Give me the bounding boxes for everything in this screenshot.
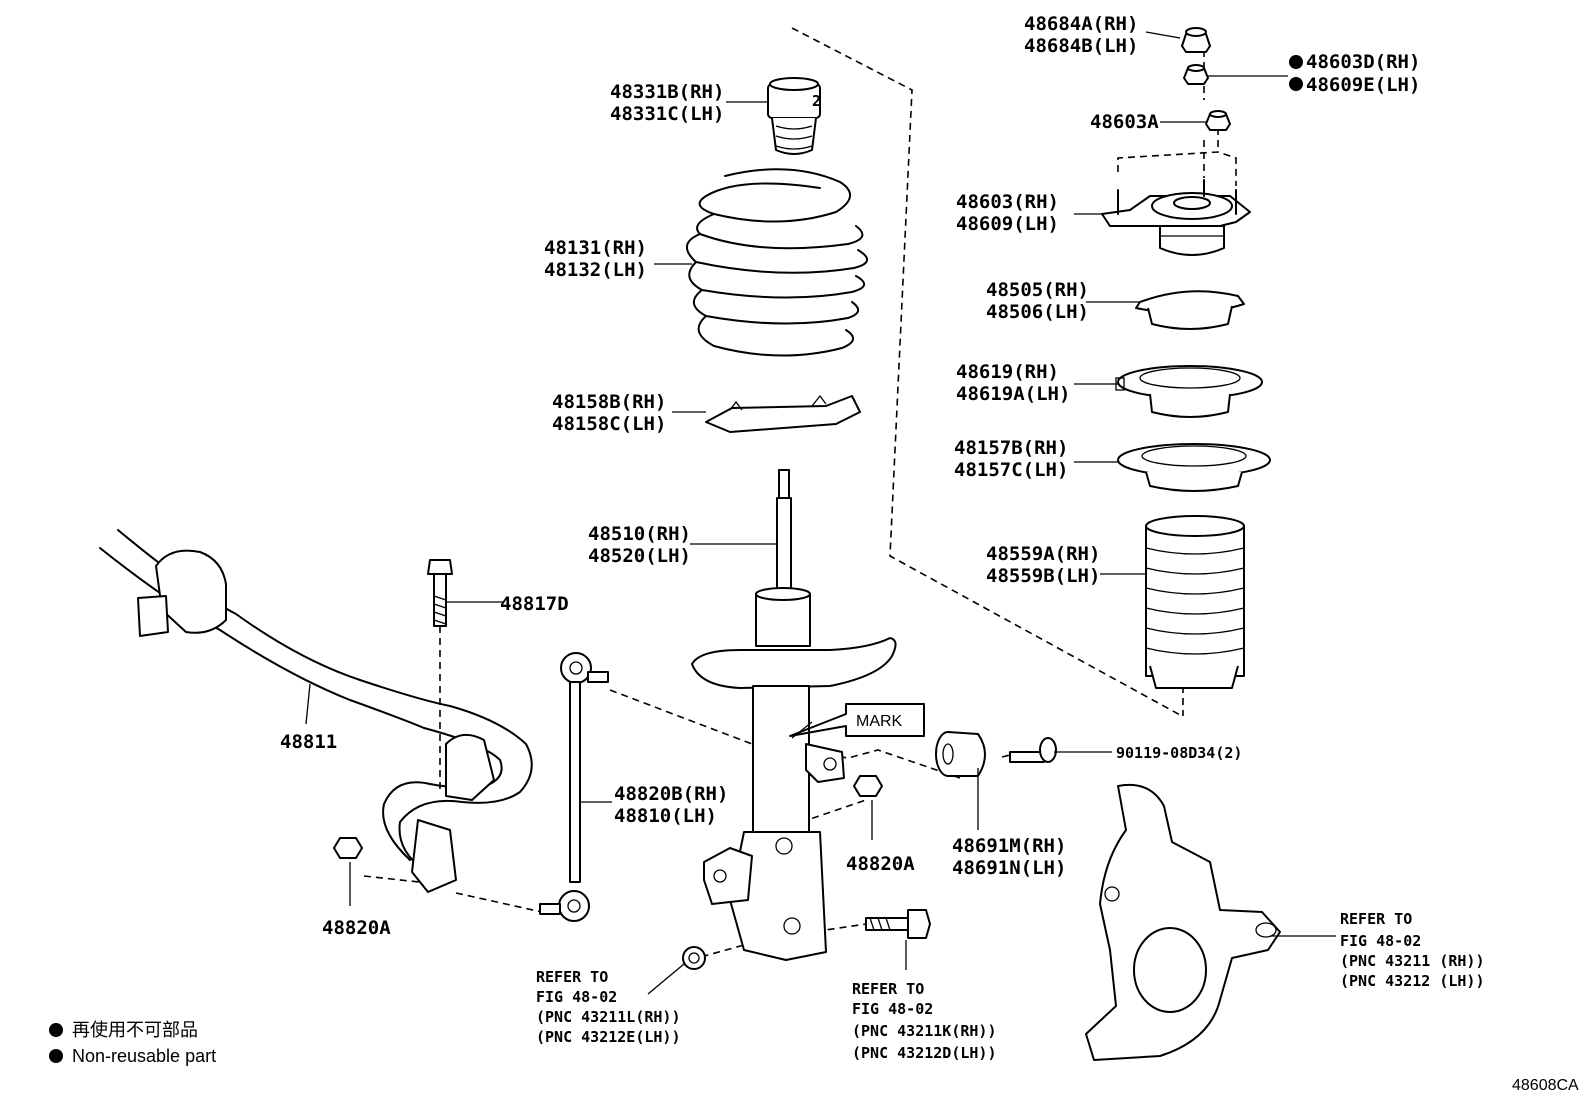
part-label-48520: 48520(LH) — [588, 545, 691, 567]
part-label-90119: 90119-08D34(2) — [1116, 744, 1242, 762]
mark-label: MARK — [856, 713, 903, 730]
part-label-48619: 48619(RH) — [956, 361, 1059, 383]
ref-left-line1: REFER TO — [536, 968, 608, 986]
part-label-48132: 48132(LH) — [544, 259, 647, 281]
bolt-48817d-drawing — [427, 559, 453, 627]
legend-line-1: 再使用不可部品 — [72, 1020, 198, 1040]
legend-bullet-2 — [49, 1049, 63, 1063]
part-label-48158c: 48158C(LH) — [552, 413, 666, 435]
mark-callout: MARK — [789, 703, 925, 737]
stabilizer-bar-drawing — [99, 529, 533, 893]
shock-absorber-drawing — [691, 469, 897, 961]
part-label-48603: 48603(RH) — [956, 191, 1059, 213]
part-label-48506: 48506(LH) — [986, 301, 1089, 323]
steering-knuckle-drawing — [1085, 784, 1281, 1061]
ref-center-line3: (PNC 43211K(RH)) — [852, 1022, 997, 1040]
part-labels: 48684A(RH) 48684B(LH) 48603D(RH) 48609E(… — [280, 13, 1420, 939]
figure-code: 48608CA — [1512, 1077, 1579, 1094]
stabilizer-link-drawing — [539, 652, 609, 922]
ref-left-line3: (PNC 43211L(RH)) — [536, 1008, 681, 1026]
part-label-48510: 48510(RH) — [588, 523, 691, 545]
bearing-drawing — [1135, 290, 1245, 330]
bolt-lower-drawing — [865, 909, 931, 939]
nut-knuckle-drawing — [682, 946, 706, 970]
part-label-48619a: 48619A(LH) — [956, 383, 1070, 405]
legend-line-2: Non-reusable part — [72, 1046, 216, 1066]
leader-lines — [305, 31, 1336, 995]
part-label-48811: 48811 — [280, 731, 337, 753]
part-label-48158b: 48158B(RH) — [552, 391, 666, 413]
legend: 再使用不可部品 Non-reusable part — [49, 1020, 216, 1066]
part-label-48559b: 48559B(LH) — [986, 565, 1100, 587]
part-label-48505: 48505(RH) — [986, 279, 1089, 301]
ref-note-right: REFER TO FIG 48-02 (PNC 43211 (RH)) (PNC… — [1340, 910, 1485, 990]
nut-48820a-center-drawing — [853, 775, 883, 797]
part-label-48820b: 48820B(RH) — [614, 783, 728, 805]
part-label-48559a: 48559A(RH) — [986, 543, 1100, 565]
ref-note-center: REFER TO FIG 48-02 (PNC 43211K(RH)) (PNC… — [852, 980, 997, 1062]
nut-48603a-drawing — [1205, 110, 1231, 131]
part-label-48157b: 48157B(RH) — [954, 437, 1068, 459]
ref-right-line4: (PNC 43212 (LH)) — [1340, 972, 1485, 990]
part-label-48691n: 48691N(LH) — [952, 857, 1066, 879]
part-label-48331b: 48331B(RH) — [610, 81, 724, 103]
lower-insulator-drawing — [705, 394, 861, 433]
svg-text:2: 2 — [812, 92, 821, 110]
nut-48603d-drawing — [1183, 64, 1209, 85]
nut-48820a-left-drawing — [333, 837, 363, 859]
part-label-48157c: 48157C(LH) — [954, 459, 1068, 481]
part-label-48684b: 48684B(LH) — [1024, 35, 1138, 57]
part-label-48820a-left: 48820A — [322, 917, 391, 939]
ref-center-line2: FIG 48-02 — [852, 1000, 933, 1018]
non-reusable-marker-48609e — [1289, 77, 1303, 91]
ref-right-line2: FIG 48-02 — [1340, 932, 1421, 950]
part-label-48810: 48810(LH) — [614, 805, 717, 827]
ref-left-line2: FIG 48-02 — [536, 988, 617, 1006]
coil-spring-drawing — [686, 168, 868, 357]
bump-stopper-drawing: 2 — [767, 77, 821, 155]
ref-note-left: REFER TO FIG 48-02 (PNC 43211L(RH)) (PNC… — [536, 968, 681, 1046]
part-label-48609: 48609(LH) — [956, 213, 1059, 235]
part-label-48684a: 48684A(RH) — [1024, 13, 1138, 35]
part-label-48609e: 48609E(LH) — [1306, 74, 1420, 96]
spring-seat-drawing — [1115, 365, 1263, 418]
part-label-48817d: 48817D — [500, 593, 569, 615]
strut-mount-drawing — [1101, 179, 1251, 256]
ref-right-line3: (PNC 43211 (RH)) — [1340, 952, 1485, 970]
part-label-48131: 48131(RH) — [544, 237, 647, 259]
part-label-48820a-center: 48820A — [846, 853, 915, 875]
upper-insulator-drawing — [1117, 443, 1271, 492]
non-reusable-marker-48603d — [1289, 55, 1303, 69]
nut-48684-drawing — [1181, 27, 1211, 53]
ref-center-line4: (PNC 43212D(LH)) — [852, 1044, 997, 1062]
legend-bullet-1 — [49, 1023, 63, 1037]
part-label-48603d: 48603D(RH) — [1306, 51, 1420, 73]
ref-left-line4: (PNC 43212E(LH)) — [536, 1028, 681, 1046]
part-label-48331c: 48331C(LH) — [610, 103, 724, 125]
bolt-90119-drawing — [1009, 737, 1057, 763]
ref-right-line1: REFER TO — [1340, 910, 1412, 928]
part-label-48691m: 48691M(RH) — [952, 835, 1066, 857]
part-label-48603a: 48603A — [1090, 111, 1159, 133]
ref-center-line1: REFER TO — [852, 980, 924, 998]
dust-boot-drawing — [1145, 515, 1245, 689]
